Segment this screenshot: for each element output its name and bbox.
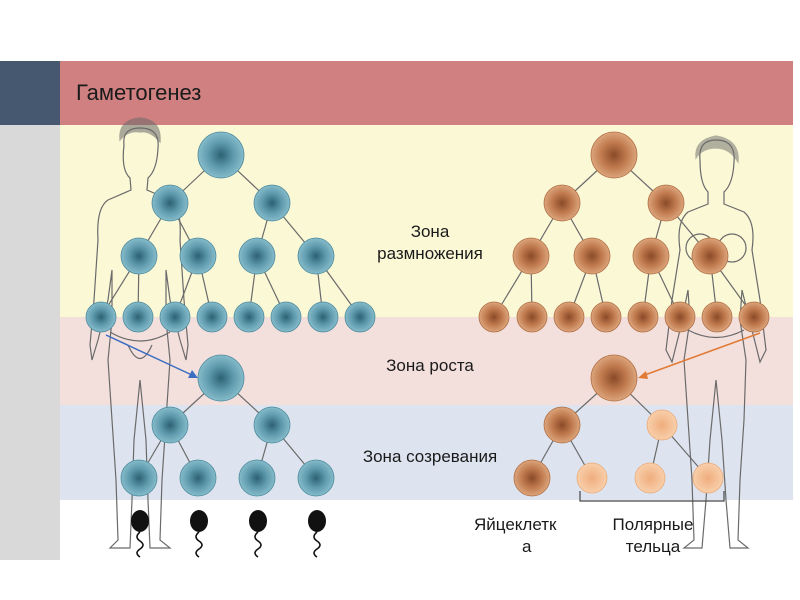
reproduction-zone-label-line2: размножения bbox=[377, 244, 483, 263]
polar-body bbox=[634, 462, 666, 494]
spermatozoon-icon bbox=[308, 510, 326, 558]
female-primary-oocyte bbox=[590, 354, 638, 402]
male-spermatogonium bbox=[151, 184, 189, 222]
maturation-zone-label: Зона созревания bbox=[362, 447, 498, 466]
female-arrow-head-icon bbox=[638, 371, 648, 379]
female-oogonium bbox=[664, 301, 696, 333]
polar-body bbox=[692, 462, 724, 494]
male-secondary-spermatocyte bbox=[151, 406, 189, 444]
male-spermatogonium bbox=[253, 184, 291, 222]
male-spermatogonium bbox=[297, 237, 335, 275]
polar-bodies-label: Полярные тельца bbox=[598, 514, 708, 558]
male-spermatogonium bbox=[233, 301, 265, 333]
male-spermatid bbox=[179, 459, 217, 497]
origin-arrows bbox=[105, 332, 761, 379]
male-spermatogonium bbox=[270, 301, 302, 333]
male-spermatogonium bbox=[159, 301, 191, 333]
male-spermatogonium bbox=[196, 301, 228, 333]
polar-bodies-label-line1: Полярные bbox=[612, 515, 694, 534]
male-spermatogonium bbox=[179, 237, 217, 275]
left-accent-block bbox=[0, 61, 60, 125]
polar-bodies bbox=[576, 409, 724, 494]
female-oogonium bbox=[738, 301, 770, 333]
reproduction-zone-label-line1: Зона bbox=[410, 222, 450, 241]
polar-body bbox=[646, 409, 678, 441]
male-spermatogonium bbox=[238, 237, 276, 275]
female-oogonium bbox=[543, 184, 581, 222]
male-spermatogonium bbox=[122, 301, 154, 333]
male-primary-spermatocyte bbox=[197, 354, 245, 402]
female-oogonium bbox=[516, 301, 548, 333]
left-sidebar-strip bbox=[0, 125, 60, 560]
spermatozoon-icon bbox=[131, 510, 149, 558]
female-oogonium bbox=[478, 301, 510, 333]
egg-cell-label: Яйцеклетк а bbox=[474, 514, 584, 558]
male-spermatogonium bbox=[85, 301, 117, 333]
egg-cell-label-line2: а bbox=[522, 537, 532, 556]
spermatozoa bbox=[131, 510, 326, 558]
female-oogonium bbox=[627, 301, 659, 333]
female-oogonium bbox=[573, 237, 611, 275]
polar-body bbox=[576, 462, 608, 494]
male-spermatid bbox=[297, 459, 335, 497]
female-oogonium bbox=[701, 301, 733, 333]
female-oogonium bbox=[632, 237, 670, 275]
female-secondary-oocyte bbox=[543, 406, 581, 444]
male-spermatid bbox=[238, 459, 276, 497]
reproduction-zone-label: Зона размножения bbox=[355, 221, 505, 265]
female-oogonium bbox=[590, 301, 622, 333]
polar-bodies-label-line2: тельца bbox=[625, 537, 681, 556]
reproduction-zone-band bbox=[60, 125, 793, 317]
male-arrow-head-icon bbox=[188, 370, 198, 378]
slide-title: Гаметогенез bbox=[76, 80, 202, 105]
spermatozoon-icon bbox=[249, 510, 267, 558]
male-spermatogonium bbox=[344, 301, 376, 333]
male-arrow bbox=[105, 334, 195, 377]
female-oogonium bbox=[647, 184, 685, 222]
female-oogonium bbox=[512, 237, 550, 275]
female-primordial-cell bbox=[590, 131, 638, 179]
polar-bodies-bracket bbox=[579, 491, 725, 502]
male-cells bbox=[85, 131, 376, 497]
egg-cell bbox=[513, 459, 551, 497]
male-spermatogonium bbox=[307, 301, 339, 333]
male-spermatid bbox=[120, 459, 158, 497]
growth-zone-label: Зона роста bbox=[386, 356, 474, 375]
female-oogonium bbox=[691, 237, 729, 275]
spermatozoon-icon bbox=[190, 510, 208, 558]
female-arrow bbox=[641, 332, 761, 377]
egg-cell-label-line1: Яйцеклетк bbox=[474, 515, 557, 534]
female-oogonium bbox=[553, 301, 585, 333]
male-spermatogonium bbox=[120, 237, 158, 275]
male-secondary-spermatocyte bbox=[253, 406, 291, 444]
male-primordial-cell bbox=[197, 131, 245, 179]
title-bar bbox=[60, 61, 793, 125]
male-figure-illustration bbox=[89, 117, 189, 549]
female-cells bbox=[478, 131, 770, 497]
